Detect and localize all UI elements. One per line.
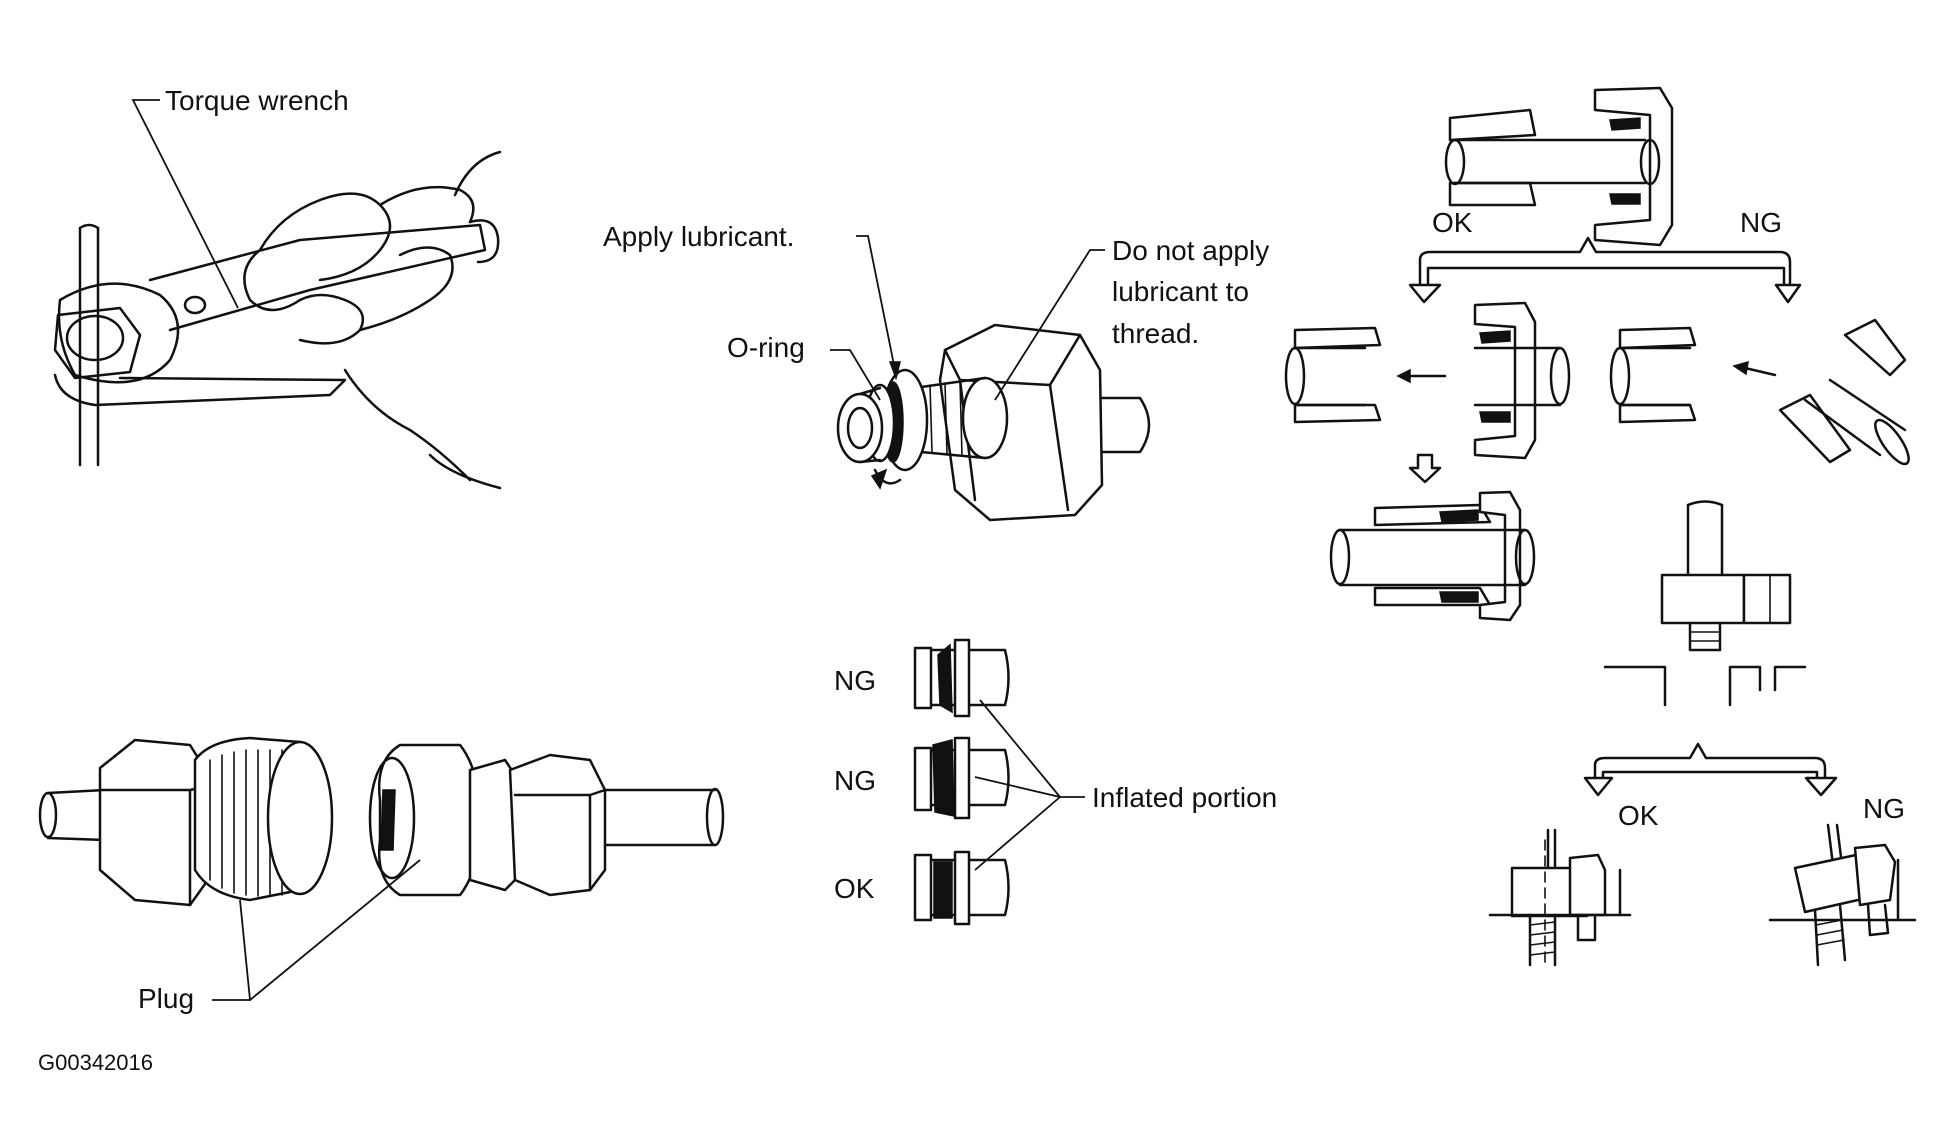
oring-check-row-1: NG bbox=[834, 638, 1010, 718]
do-not-apply-label-line2: lubricant to bbox=[1112, 276, 1249, 307]
connection-ng-label: NG bbox=[1740, 207, 1782, 238]
oring-check-panel: NG NG OK Inflated portion bbox=[834, 638, 1277, 926]
bolt-detail-ng bbox=[1768, 823, 1917, 967]
oring-check-row-2: NG bbox=[834, 736, 1010, 820]
connection-check-flow: OK NG bbox=[1284, 86, 1910, 622]
connector-pair-ng bbox=[1609, 318, 1910, 466]
apply-lubricant-label: Apply lubricant. bbox=[603, 221, 794, 252]
oring-label: O-ring bbox=[727, 332, 805, 363]
connector-pair-ok bbox=[1284, 301, 1571, 460]
oring-check-verdict: OK bbox=[834, 873, 875, 904]
connector-pair-connected bbox=[1329, 490, 1536, 622]
connector-pair-top bbox=[1444, 86, 1674, 247]
bolt-detail-ok bbox=[1488, 828, 1632, 967]
bolt-check-flow: OK NG bbox=[1488, 500, 1917, 967]
plug-illustration: Plug bbox=[38, 736, 725, 1014]
torque-wrench-label: Torque wrench bbox=[165, 85, 349, 116]
bolt-ok-label: OK bbox=[1618, 800, 1659, 831]
figure-id: G00342016 bbox=[38, 1050, 153, 1075]
do-not-apply-label-line1: Do not apply bbox=[1112, 235, 1269, 266]
oring-check-verdict: NG bbox=[834, 765, 876, 796]
oring-check-row-3: OK bbox=[834, 850, 1010, 926]
oring-check-verdict: NG bbox=[834, 665, 876, 696]
oring-fitting-illustration: Apply lubricant. O-ring Do not apply lub… bbox=[603, 221, 1269, 522]
torque-wrench-illustration: Torque wrench bbox=[53, 85, 502, 490]
connection-ok-label: OK bbox=[1432, 207, 1473, 238]
bolt-ng-label: NG bbox=[1863, 793, 1905, 824]
plug-label: Plug bbox=[138, 983, 194, 1014]
do-not-apply-label-line3: thread. bbox=[1112, 318, 1199, 349]
inflated-portion-label: Inflated portion bbox=[1092, 782, 1277, 813]
